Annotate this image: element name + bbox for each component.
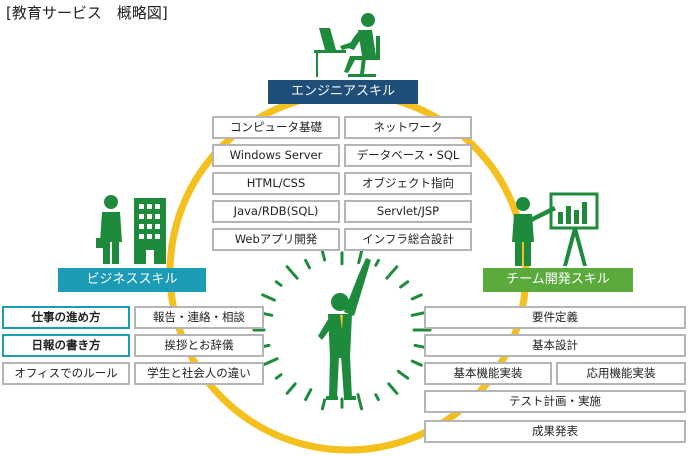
burst-lines [252,249,432,411]
burst-line [413,343,426,349]
burst-line [304,258,311,270]
burst-line [274,373,283,380]
engineer-skill-item: コンピュータ基礎 [212,116,340,139]
team-skill-item: 基本設計 [424,334,686,357]
engineer-skill-item: HTML/CSS [212,172,340,195]
burst-line [374,393,380,402]
team-skill-item: テスト計画・実施 [424,390,686,413]
team-skill-item: 成果発表 [424,420,686,443]
engineer-skill-item: Webアプリ開発 [212,228,340,251]
engineer-skill-item: オブジェクト指向 [344,172,472,195]
page-title: [教育サービス 概略図] [6,4,168,22]
burst-line [285,265,299,280]
burst-line [320,249,327,262]
burst-line [274,280,283,287]
burst-line [410,311,426,317]
business-skill-item-highlighted: 仕事の進め方 [2,306,130,329]
burst-line [385,265,399,280]
burst-line [304,388,313,402]
team-skill-item: 応用機能実装 [556,362,686,385]
business-skill-item-highlighted: 日報の書き方 [2,334,130,357]
burst-line [285,382,297,395]
burst-line [396,369,410,380]
business-skill-item: 挨拶とお辞儀 [134,334,264,357]
engineer-skill-item: データベース・SQL [344,144,472,167]
business-skill-item: 学生と社会人の違い [134,362,264,385]
burst-line [261,357,279,367]
burst-line [387,382,399,395]
engineer-skill-item: Servlet/JSP [344,200,472,223]
engineer-skill-item: Windows Server [212,144,340,167]
business-skill-header: ビジネススキル [58,268,206,292]
burst-line [356,393,364,411]
team-skill-item: 基本機能実装 [424,362,552,385]
engineer-skill-item: Java/RDB(SQL) [212,200,340,223]
business-skill-item: 報告・連絡・相談 [134,306,264,329]
burst-line [357,249,364,265]
team-skill-header: チーム開発スキル [483,268,633,292]
engineer-skill-item: ネットワーク [344,116,472,139]
businessman-building-icon [96,195,166,264]
engineer-at-desk-icon [314,13,380,77]
burst-line [261,293,276,302]
cheering-person-icon [318,258,371,400]
engineer-skill-header: エンジニアスキル [268,80,418,104]
burst-line [374,258,380,267]
burst-line [410,359,423,367]
team-skill-item: 要件定義 [424,306,686,329]
presenter-chart-icon [512,192,599,266]
engineer-skill-item: インフラ総合設計 [344,228,472,251]
business-skill-item: オフィスでのルール [2,362,130,385]
burst-line [320,398,327,411]
burst-line [399,280,410,289]
burst-line [410,293,423,301]
